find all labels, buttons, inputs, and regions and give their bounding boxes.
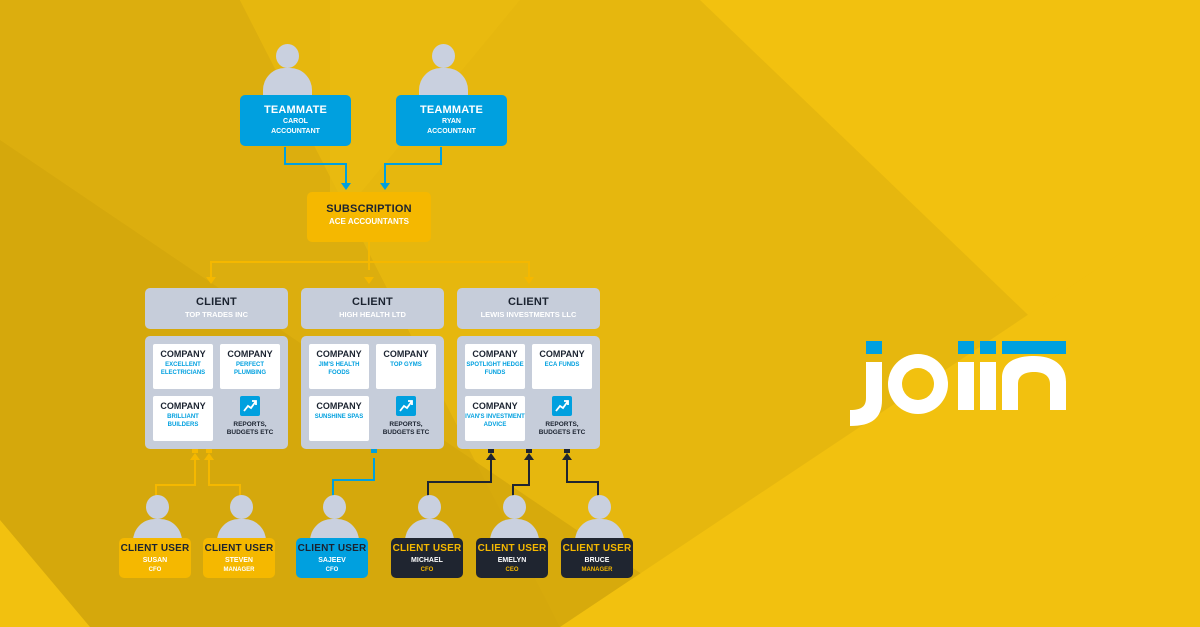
company-card[interactable]: COMPANY BRILLIANT BUILDERS (153, 396, 213, 441)
chart-trend-icon (396, 396, 416, 416)
company-card[interactable]: COMPANY PERFECT PLUMBING (220, 344, 280, 389)
company-label: COMPANY (160, 349, 206, 359)
company-card[interactable]: COMPANY ECA FUNDS (532, 344, 592, 389)
company-name: ECA FUNDS (544, 362, 580, 368)
company-card[interactable]: COMPANY SPOTLIGHT HEDGE FUNDS (465, 344, 525, 389)
client-user-title: CFO (148, 567, 162, 573)
teammate-avatar (259, 44, 315, 100)
client-card-top-trades[interactable]: CLIENT TOP TRADES INC (145, 288, 288, 329)
company-name: BRILLIANT BUILDERS (167, 414, 199, 428)
company-card[interactable]: COMPANY EXCELLENT ELECTRICIANS (153, 344, 213, 389)
client-user-label: CLIENT USER (297, 543, 367, 554)
teammate-avatar (415, 44, 471, 100)
client-companies-panel: COMPANY JIM'S HEALTH FOODS COMPANY TOP G… (301, 336, 444, 449)
client-user-title: MANAGER (223, 567, 255, 573)
joiin-logo (850, 341, 1066, 426)
company-card[interactable]: COMPANY SUNSHINE SPAS (309, 396, 369, 441)
subscription-card[interactable]: SUBSCRIPTION ACE ACCOUNTANTS (307, 192, 431, 242)
reports-label: REPORTS, BUDGETS ETC (382, 421, 430, 436)
company-name: SPOTLIGHT HEDGE FUNDS (466, 362, 524, 376)
client-user-card-emelyn[interactable]: CLIENT USER EMELYN CEO (476, 538, 548, 578)
company-label: COMPANY (316, 401, 362, 411)
teammate-card-ryan[interactable]: TEAMMATE RYAN ACCOUNTANT (396, 95, 507, 146)
teammate-title: ACCOUNTANT (427, 128, 476, 135)
client-user-card-bruce[interactable]: CLIENT USER BRUCE MANAGER (561, 538, 633, 578)
company-card[interactable]: COMPANY TOP GYMS (376, 344, 436, 389)
client-user-name: SUSAN (142, 557, 168, 564)
company-card[interactable]: COMPANY JIM'S HEALTH FOODS (309, 344, 369, 389)
client-user-title: CEO (505, 567, 519, 573)
client-user-label: CLIENT USER (120, 543, 190, 554)
teammate-role: TEAMMATE (263, 104, 328, 116)
company-label: COMPANY (472, 349, 518, 359)
client-user-card-susan[interactable]: CLIENT USER SUSAN CFO (119, 538, 191, 578)
reports-item[interactable]: REPORTS, BUDGETS ETC (532, 396, 592, 446)
reports-item[interactable]: REPORTS, BUDGETS ETC (376, 396, 436, 446)
client-user-name: BRUCE (584, 557, 610, 564)
company-card[interactable]: COMPANY IVAN'S INVESTMENT ADVICE (465, 396, 525, 441)
client-user-title: MANAGER (581, 567, 613, 573)
client-user-label: CLIENT USER (392, 543, 462, 554)
company-name: IVAN'S INVESTMENT ADVICE (465, 414, 525, 428)
company-label: COMPANY (472, 401, 518, 411)
reports-label: REPORTS, BUDGETS ETC (226, 421, 274, 436)
chart-trend-icon (552, 396, 572, 416)
client-user-card-sajeev[interactable]: CLIENT USER SAJEEV CFO (296, 538, 368, 578)
client-label: CLIENT (508, 296, 549, 308)
reports-label: REPORTS, BUDGETS ETC (538, 421, 586, 436)
company-label: COMPANY (227, 349, 273, 359)
company-name: PERFECT PLUMBING (234, 362, 266, 376)
client-companies-panel: COMPANY EXCELLENT ELECTRICIANS COMPANY P… (145, 336, 288, 449)
company-label: COMPANY (316, 349, 362, 359)
client-card-lewis-investments[interactable]: CLIENT LEWIS INVESTMENTS LLC (457, 288, 600, 329)
client-user-title: CFO (420, 567, 434, 573)
subscription-label: SUBSCRIPTION (326, 203, 412, 215)
company-name: EXCELLENT ELECTRICIANS (160, 362, 206, 376)
teammate-card-carol[interactable]: TEAMMATE CAROL ACCOUNTANT (240, 95, 351, 146)
chart-trend-icon (240, 396, 260, 416)
teammate-title: ACCOUNTANT (271, 128, 320, 135)
teammate-name: RYAN (442, 118, 461, 125)
client-user-card-steven[interactable]: CLIENT USER STEVEN MANAGER (203, 538, 275, 578)
client-user-card-michael[interactable]: CLIENT USER MICHAEL CFO (391, 538, 463, 578)
reports-item[interactable]: REPORTS, BUDGETS ETC (220, 396, 280, 446)
client-user-name: SAJEEV (318, 557, 346, 564)
subscription-name: ACE ACCOUNTANTS (329, 217, 409, 226)
client-user-label: CLIENT USER (562, 543, 632, 554)
client-user-title: CFO (325, 567, 339, 573)
client-user-label: CLIENT USER (477, 543, 547, 554)
client-name: LEWIS INVESTMENTS LLC (480, 310, 577, 319)
client-name: HIGH HEALTH LTD (339, 310, 406, 319)
client-user-name: MICHAEL (411, 557, 443, 564)
company-label: COMPANY (539, 349, 585, 359)
company-name: SUNSHINE SPAS (314, 414, 364, 420)
client-user-name: STEVEN (224, 557, 253, 564)
company-label: COMPANY (383, 349, 429, 359)
client-user-label: CLIENT USER (204, 543, 274, 554)
client-user-name: EMELYN (497, 557, 527, 564)
client-card-high-health[interactable]: CLIENT HIGH HEALTH LTD (301, 288, 444, 329)
teammate-name: CAROL (283, 118, 308, 125)
company-name: JIM'S HEALTH FOODS (318, 362, 360, 376)
client-label: CLIENT (352, 296, 393, 308)
client-companies-panel: COMPANY SPOTLIGHT HEDGE FUNDS COMPANY EC… (457, 336, 600, 449)
company-label: COMPANY (160, 401, 206, 411)
teammate-role: TEAMMATE (419, 104, 484, 116)
client-label: CLIENT (196, 296, 237, 308)
company-name: TOP GYMS (390, 362, 422, 368)
client-name: TOP TRADES INC (184, 310, 249, 319)
